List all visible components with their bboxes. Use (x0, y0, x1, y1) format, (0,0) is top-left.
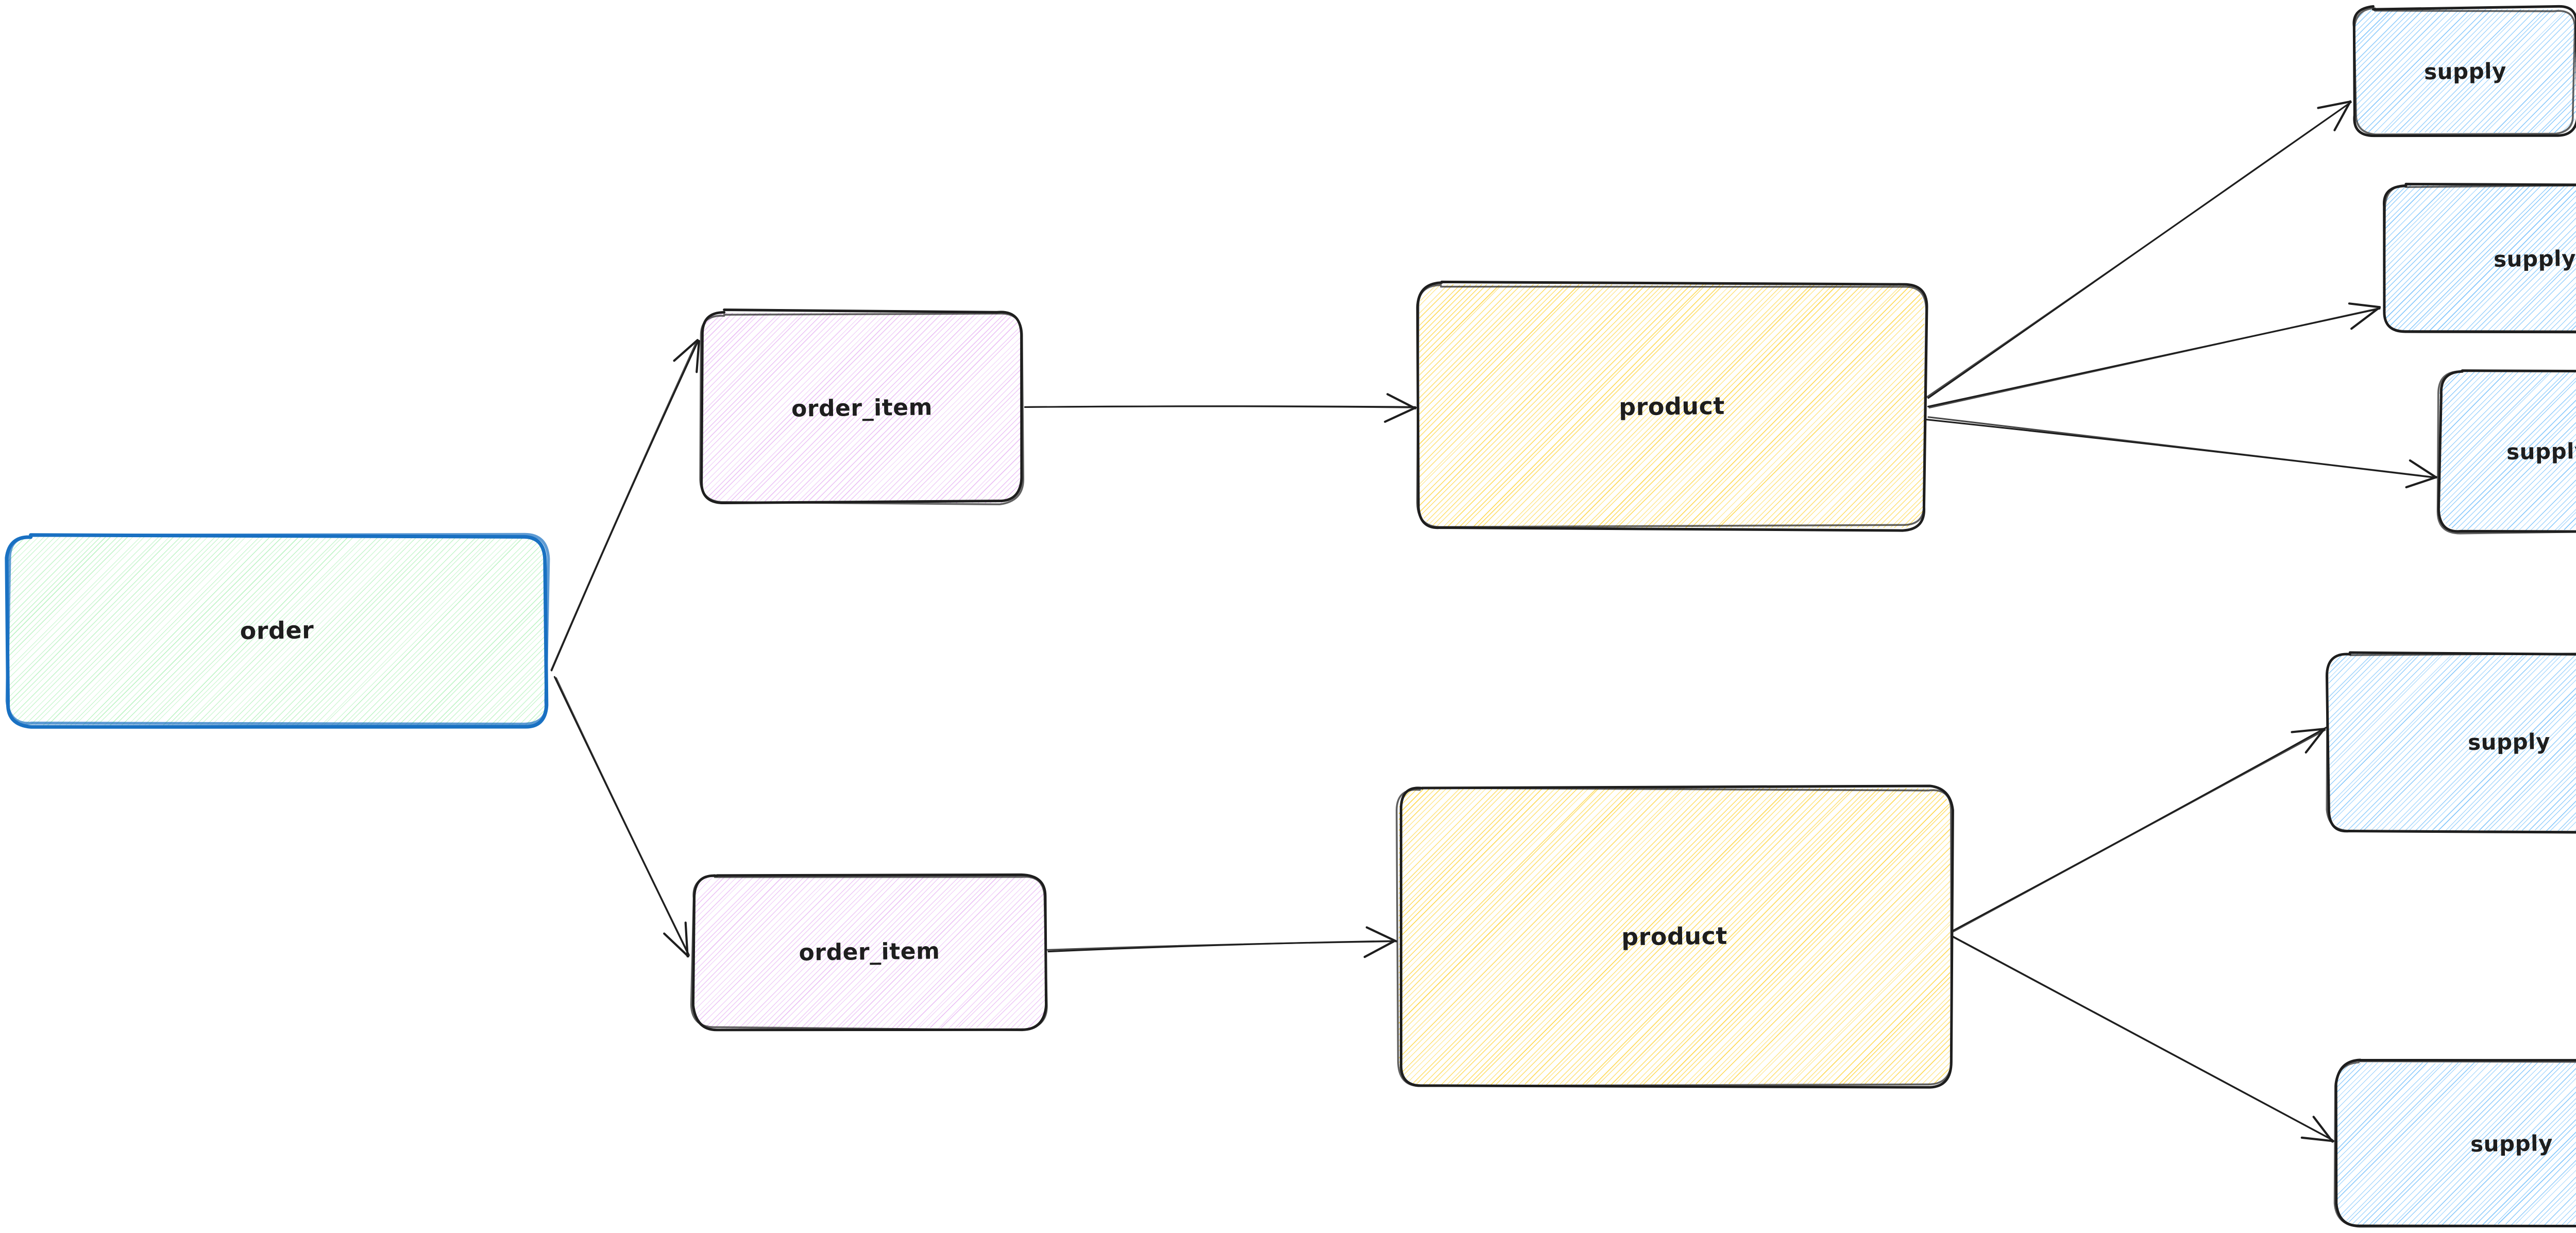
node-supply_4[interactable] (2329, 653, 2576, 831)
node-supply_5[interactable] (2336, 1063, 2576, 1225)
node-product_2[interactable] (1399, 788, 1950, 1085)
node-supply_2[interactable] (2383, 185, 2576, 332)
node-order_item_1[interactable] (702, 313, 1022, 503)
node-supply_1[interactable] (2354, 9, 2576, 133)
node-order[interactable] (8, 536, 546, 725)
node-order_item_2[interactable] (693, 876, 1046, 1029)
node-supply_3[interactable] (2439, 372, 2576, 530)
node-product_1[interactable] (1419, 284, 1924, 528)
